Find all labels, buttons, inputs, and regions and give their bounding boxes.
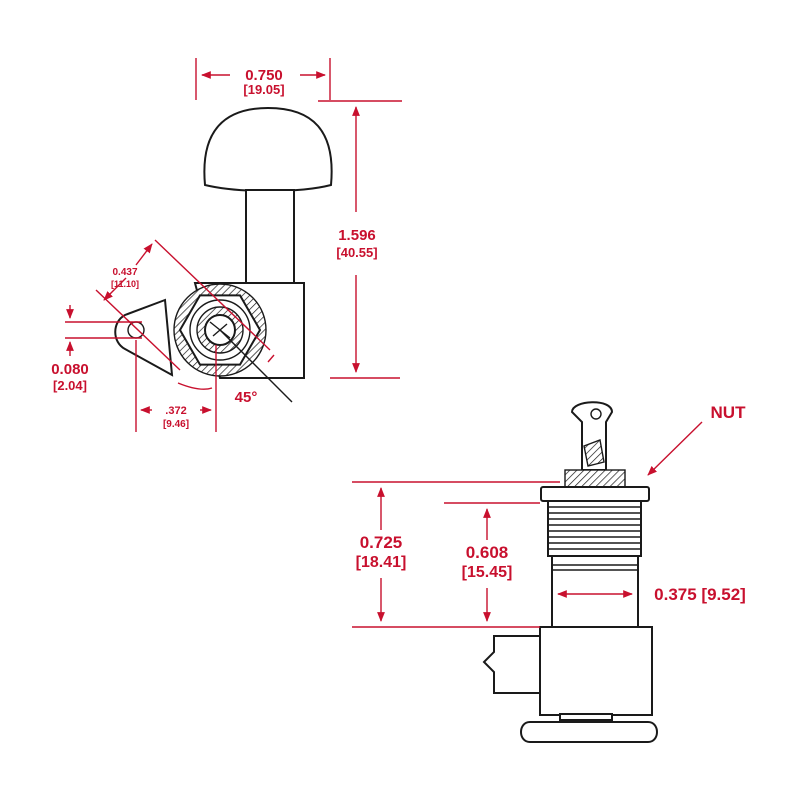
- tuner-button: [203, 106, 333, 192]
- hole-dim-inch: 0.437: [112, 267, 137, 278]
- threaded-bushing: [547, 500, 642, 557]
- washer: [540, 486, 650, 502]
- overall-dim-mm: [18.41]: [356, 554, 407, 571]
- nut-label: NUT: [711, 403, 747, 422]
- thread-dim-mm: [15.45]: [462, 564, 513, 581]
- angle-label: 45°: [235, 389, 258, 406]
- angle-line: [219, 329, 293, 403]
- side-view: NUT 0.725 [18.41] 0.608 [15.45] 0.375 [9…: [352, 401, 747, 743]
- hole-arrow-1: [103, 277, 127, 301]
- thread-dim-inch: 0.608: [466, 543, 509, 562]
- spacing-dim-mm: [9.46]: [163, 419, 189, 430]
- string-hole: [590, 408, 602, 420]
- tuner-shaft: [245, 189, 295, 286]
- gear-housing: [539, 626, 653, 716]
- overall-dim-inch: 0.725: [360, 533, 403, 552]
- nut-leader: [647, 421, 703, 476]
- thread-lines: [548, 506, 641, 550]
- hole-arrow-2: [135, 243, 153, 266]
- width-dim-inch: 0.750: [245, 67, 283, 84]
- mounting-tab: [114, 298, 174, 377]
- offset-dim-mm: [2.04]: [53, 378, 87, 393]
- hole-dim-mm: [11.10]: [111, 279, 139, 289]
- shaft-break: [482, 635, 541, 694]
- hole-ext-2: [154, 239, 271, 351]
- angle-tick: [267, 354, 275, 363]
- shank: [551, 555, 639, 630]
- spacing-dim-inch: .372: [165, 405, 186, 417]
- bottom-screw-head: [520, 721, 658, 743]
- angle-arc: [177, 382, 213, 390]
- hole-ext-1: [95, 289, 181, 371]
- top-view: 0.750 [19.05] 1.596 [40.55] 0.437 [11.10…: [51, 58, 402, 432]
- width-dim-mm: [19.05]: [243, 82, 284, 97]
- post-notch: [583, 439, 605, 467]
- height-dim-mm: [40.55]: [336, 245, 377, 260]
- diameter-dim: 0.375 [9.52]: [654, 585, 746, 604]
- bottom-collar: [559, 713, 613, 721]
- offset-dim-inch: 0.080: [51, 361, 89, 378]
- nut-hex: [564, 469, 626, 489]
- height-dim-inch: 1.596: [338, 227, 376, 244]
